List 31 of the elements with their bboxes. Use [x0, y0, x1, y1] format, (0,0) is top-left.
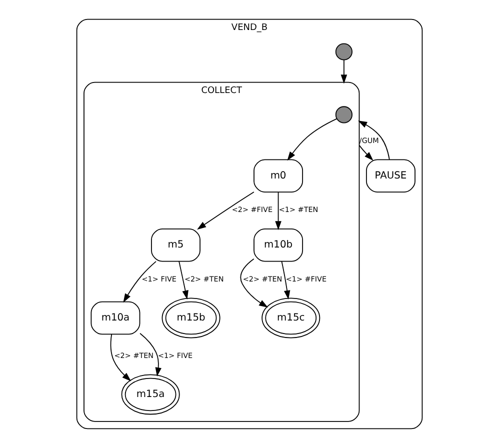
node-ellipse: m15c [262, 298, 320, 338]
node-box: m5 [151, 228, 200, 262]
arrow [340, 59, 348, 84]
arrow [281, 260, 290, 300]
edge-label: <1> FIVE [158, 350, 193, 360]
node-ellipse: m15a [121, 374, 180, 415]
node-circle [335, 106, 352, 124]
arrow [275, 192, 282, 230]
arrow [358, 120, 390, 160]
edge-label: <1> #FIVE [286, 274, 326, 284]
arrow [123, 261, 156, 303]
edge-label: <2> #FIVE [232, 205, 273, 214]
arrow [287, 118, 338, 161]
arrow [140, 332, 162, 376]
arrow [178, 261, 188, 300]
node-ellipse: m15b [162, 298, 220, 338]
arrow [240, 258, 268, 308]
edge-label: <1> #TEN [278, 205, 318, 214]
arrow [197, 192, 254, 230]
arrow [110, 334, 132, 382]
node-box: m10a [90, 301, 140, 335]
edge-label: <2> #TEN [184, 274, 224, 284]
arrow [358, 144, 374, 161]
edge-label: <2> #TEN [242, 274, 282, 284]
edge-label: <2> #TEN [114, 350, 154, 360]
edge-label: /GUM [359, 136, 379, 145]
node-box: PAUSE [366, 159, 416, 193]
edge-label: <1> FIVE [142, 274, 176, 284]
node-box: m10b [254, 228, 304, 262]
node-box: m0 [254, 159, 304, 193]
node-circle [335, 43, 352, 60]
